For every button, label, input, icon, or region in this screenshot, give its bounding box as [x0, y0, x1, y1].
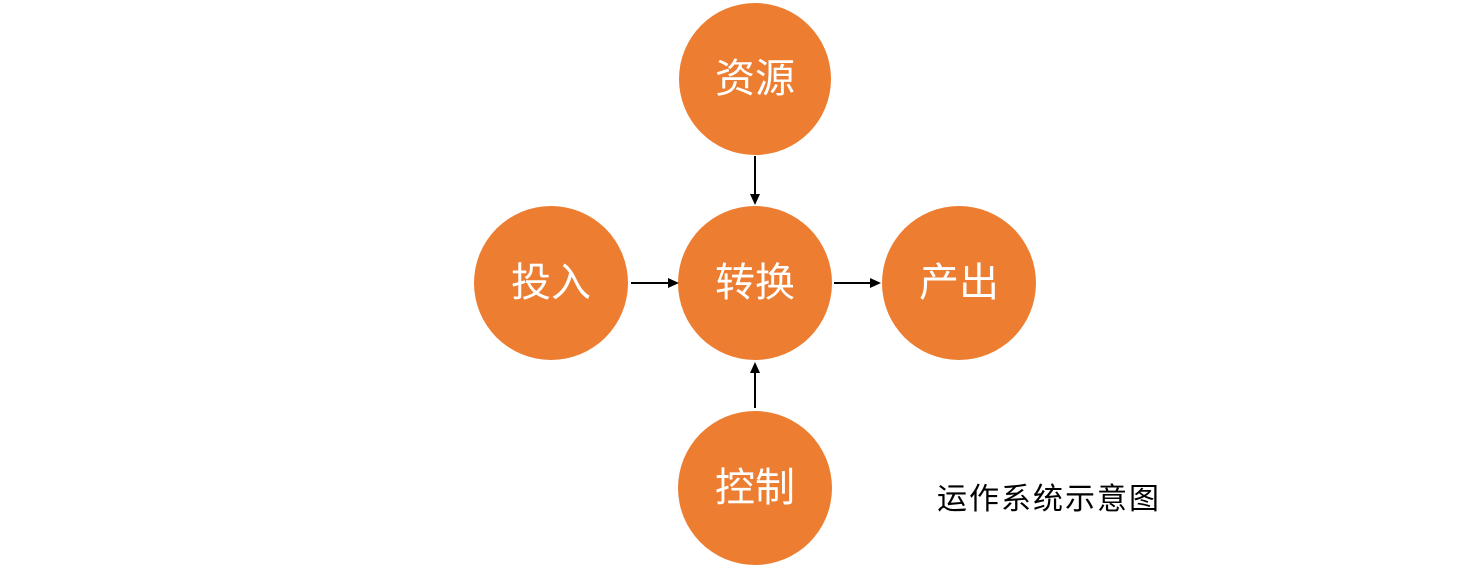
diagram-caption: 运作系统示意图	[937, 482, 1161, 517]
node-control-label: 控制	[715, 465, 795, 511]
arrow-resource-to-transform	[750, 156, 760, 205]
node-resource: 资源	[679, 3, 831, 155]
arrow-control-to-transform-head	[750, 362, 760, 373]
node-input-circle	[474, 206, 628, 360]
node-control: 控制	[678, 411, 832, 565]
node-resource-label: 资源	[715, 56, 795, 102]
arrow-input-to-transform-head	[668, 278, 679, 288]
node-transform-label: 转换	[715, 260, 795, 306]
node-output: 产出	[882, 206, 1036, 360]
node-transform-circle	[678, 206, 832, 360]
node-transform: 转换	[678, 206, 832, 360]
arrow-input-to-transform	[631, 278, 679, 288]
node-input-label: 投入	[511, 260, 591, 306]
arrow-resource-to-transform-head	[750, 194, 760, 205]
node-output-circle	[882, 206, 1036, 360]
arrow-control-to-transform	[750, 362, 760, 408]
node-output-label: 产出	[919, 260, 999, 306]
arrow-transform-to-output-head	[870, 278, 881, 288]
node-resource-circle	[679, 3, 831, 155]
node-input: 投入	[474, 206, 628, 360]
node-control-circle	[678, 411, 832, 565]
arrow-transform-to-output	[834, 278, 881, 288]
